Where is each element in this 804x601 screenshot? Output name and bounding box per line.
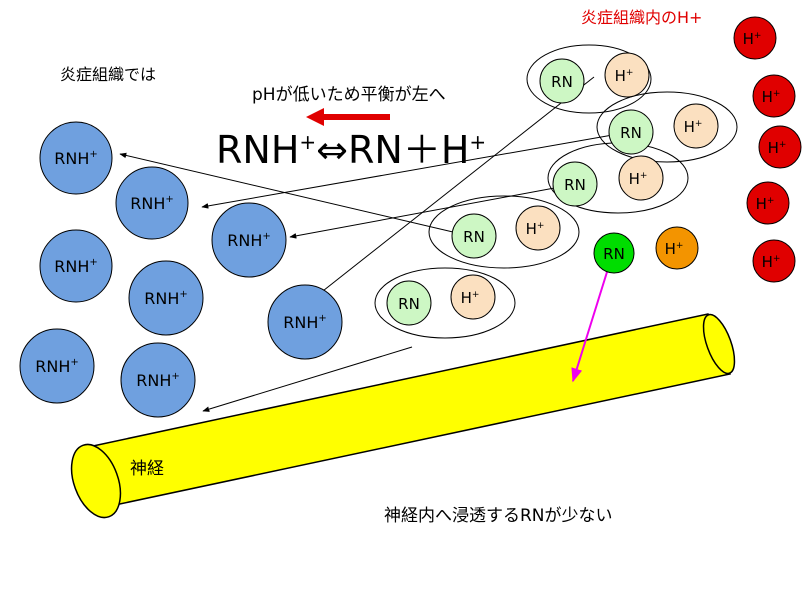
rnh-molecule: RNH+: [128, 260, 204, 336]
h-ion: H+: [618, 155, 664, 201]
rnh-molecule: RNH+: [19, 328, 95, 404]
svg-text:H+: H+: [768, 139, 787, 157]
svg-text:H+: H+: [629, 170, 648, 188]
svg-text:H+: H+: [615, 67, 634, 85]
h-ion: H+: [673, 103, 719, 149]
rn-molecule: RN: [386, 280, 432, 326]
rnh-molecule: RNH+: [120, 342, 196, 418]
svg-text:H+: H+: [762, 88, 781, 106]
svg-text:H+: H+: [762, 253, 781, 271]
svg-text:H+: H+: [526, 220, 545, 238]
tissue-h-ion: H+: [746, 181, 790, 225]
svg-text:RN: RN: [463, 228, 485, 246]
svg-text:RN: RN: [398, 295, 420, 313]
recombination-arrow: [289, 183, 577, 239]
tissue-h-ion: H+: [733, 16, 777, 60]
rnh-molecule: RNH+: [211, 202, 287, 278]
nerve-cylinder: [70, 313, 736, 519]
free-rn-molecule: RN: [593, 232, 635, 274]
free-h-ion: H+: [655, 226, 699, 270]
tissue-h-label: 炎症組織内のH+: [581, 8, 702, 27]
svg-text:RNH+: RNH+: [283, 313, 327, 332]
tissue-h-ion: H+: [752, 74, 796, 118]
rn-molecule: RN: [539, 58, 585, 104]
pair-ellipse: [374, 267, 516, 339]
svg-text:RN: RN: [603, 245, 625, 263]
recombination-arrow: [119, 152, 471, 237]
rn-molecule: RN: [608, 109, 654, 155]
svg-text:H+: H+: [756, 195, 775, 213]
svg-text:RNH+: RNH+: [54, 257, 98, 276]
pair-ellipse: [526, 44, 652, 114]
recombination-arrow: [201, 132, 625, 209]
recombination-arrow: [202, 346, 413, 412]
svg-text:RNH+: RNH+: [227, 231, 271, 250]
svg-text:H+: H+: [684, 118, 703, 136]
svg-text:H+: H+: [665, 240, 684, 258]
svg-text:RN: RN: [564, 176, 586, 194]
svg-text:RNH+: RNH+: [136, 371, 180, 390]
conclusion-text: 神経内へ浸透するRNが少ない: [384, 506, 613, 526]
pair-ellipse: [596, 91, 738, 163]
svg-text:RNH+: RNH+: [130, 194, 174, 213]
tissue-h-ion: H+: [752, 239, 796, 283]
nerve-label: 神経: [130, 459, 164, 479]
svg-text:RN: RN: [551, 73, 573, 91]
svg-text:H+: H+: [743, 30, 762, 48]
svg-text:RN: RN: [620, 124, 642, 142]
svg-text:RNH+: RNH+: [54, 149, 98, 168]
rnh-molecule: RNH+: [39, 121, 113, 195]
permeation-arrow: [571, 271, 608, 383]
h-ion: H+: [515, 205, 561, 251]
equilibrium-equation: RNH+⇔RN＋H+: [216, 128, 486, 172]
h-ion: H+: [450, 274, 496, 320]
ph-note: pHが低いため平衡が左へ: [252, 85, 446, 105]
pair-ellipse: [428, 195, 580, 269]
recombination-arrow: [313, 76, 595, 299]
rnh-molecule: RNH+: [39, 229, 113, 303]
svg-text:H+: H+: [461, 289, 480, 307]
svg-text:RNH+: RNH+: [144, 289, 188, 308]
equilibrium-shift-arrow: [306, 108, 390, 126]
tissue-h-ion: H+: [758, 125, 802, 169]
rn-molecule: RN: [451, 213, 497, 259]
rnh-molecule: RNH+: [115, 166, 189, 240]
rn-molecule: RN: [552, 161, 598, 207]
svg-text:RNH+: RNH+: [35, 357, 79, 376]
inflamed-tissue-label: 炎症組織では: [60, 65, 156, 84]
rnh-molecule: RNH+: [267, 284, 343, 360]
h-ion: H+: [604, 52, 650, 98]
